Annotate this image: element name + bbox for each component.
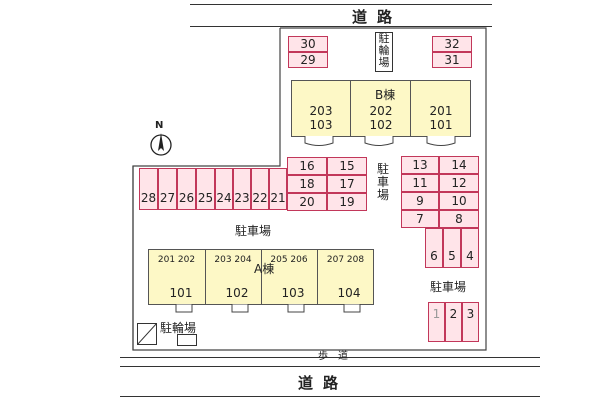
unit-b-upper: 201: [429, 104, 453, 118]
bottom-road-label: 道路: [298, 374, 349, 392]
unit-a-104-lower: 104: [337, 286, 361, 300]
top-road-line: [190, 4, 492, 5]
building-a-steps: [175, 304, 361, 313]
stall-31: 31: [432, 52, 472, 68]
stall-7: 7: [401, 210, 439, 228]
north-label: N: [155, 120, 164, 131]
compass-icon: [150, 133, 172, 156]
unit-a-101: 201 202: [148, 253, 205, 267]
stall-17: 17: [327, 175, 367, 193]
stall-21: 21: [269, 168, 287, 210]
bike-parking-top-label: 駐輪場: [378, 32, 390, 69]
unit-a-104: 207 208: [317, 253, 374, 267]
unit-a-upper: 203 204: [214, 255, 252, 265]
stall-29: 29: [288, 52, 328, 68]
unit-a-upper: 207 208: [326, 255, 365, 265]
bike-parking-top: [375, 32, 393, 72]
top-road-label: 道路: [352, 8, 403, 26]
top-road-bottom-line: [190, 26, 492, 27]
unit-b-lower: 101: [429, 118, 453, 132]
stall-5: 5: [443, 228, 461, 268]
stall-4: 4: [461, 228, 479, 268]
bike-parking-bottom-label: 駐輪場: [160, 321, 197, 335]
north-arrow: N: [149, 120, 173, 160]
stall-23: 23: [233, 168, 251, 210]
stall-14: 14: [439, 156, 479, 174]
building-b-steps: [304, 136, 456, 146]
unit-a-102-lower: 102: [225, 286, 249, 300]
stall-24: 24: [215, 168, 233, 210]
unit-b-upper: 203: [309, 104, 333, 118]
building-b-label: B棟: [375, 88, 396, 102]
stall-27: 27: [158, 168, 177, 210]
stall-8: 8: [439, 210, 479, 228]
stall-15: 15: [327, 157, 367, 175]
building-a-label: A棟: [254, 262, 275, 276]
unit-a-102: 203 204: [205, 253, 261, 267]
bike-rack: [177, 334, 197, 346]
stall-3: 3: [462, 302, 479, 342]
stall-9: 9: [401, 192, 439, 210]
unit-b-203: 203 103: [292, 104, 350, 132]
parking-label-bottom-right: 駐車場: [430, 280, 467, 294]
bike-stand-icon: [137, 323, 157, 345]
unit-a-upper: 205 206: [270, 255, 308, 265]
unit-a-upper: 201 202: [157, 255, 196, 265]
stall-1: 1: [428, 302, 445, 342]
stall-28: 28: [139, 168, 158, 210]
unit-b-202: 202 102: [352, 104, 410, 132]
stall-26: 26: [177, 168, 196, 210]
stall-25: 25: [196, 168, 215, 210]
stall-22: 22: [251, 168, 269, 210]
stall-11: 11: [401, 174, 439, 192]
stall-32: 32: [432, 36, 472, 52]
bottom-road-edge: [120, 396, 540, 397]
unit-b-lower: 103: [309, 118, 333, 132]
stall-6: 6: [425, 228, 443, 268]
unit-b-lower: 102: [369, 118, 393, 132]
unit-b-upper: 202: [369, 104, 393, 118]
unit-a-103-lower: 103: [281, 286, 305, 300]
unit-b-201: 201 101: [412, 104, 470, 132]
stall-12: 12: [439, 174, 479, 192]
parking-label-right: 駐車場: [376, 162, 389, 202]
unit-a-101-lower: 101: [169, 286, 193, 300]
sidewalk-label: 歩道: [318, 351, 358, 362]
parking-label-center: 駐車場: [235, 224, 272, 238]
bottom-road-line: [120, 366, 540, 367]
stall-10: 10: [439, 192, 479, 210]
sidewalk-line: [120, 357, 540, 358]
stall-19: 19: [327, 193, 367, 211]
stall-30: 30: [288, 36, 328, 52]
stall-16: 16: [287, 157, 327, 175]
stall-2: 2: [445, 302, 462, 342]
unit-a-103: 205 206: [261, 253, 317, 267]
stall-13: 13: [401, 156, 439, 174]
stall-18: 18: [287, 175, 327, 193]
stall-20: 20: [287, 193, 327, 211]
